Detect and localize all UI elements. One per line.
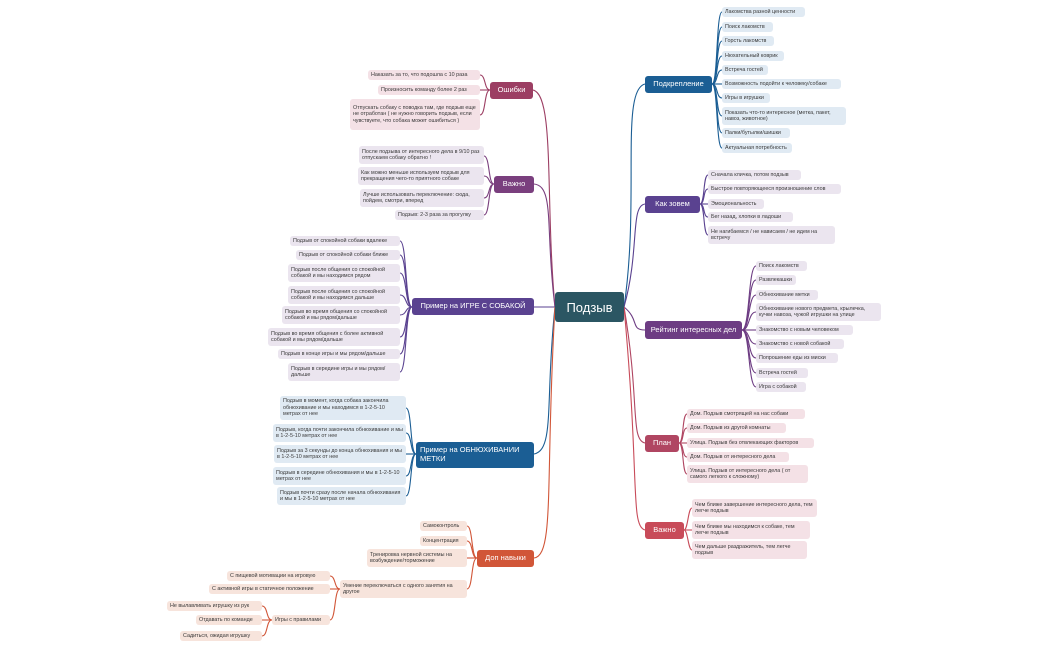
leaf-metka-4[interactable]: Подзыв в середине обнюхивания и мы в 1-2…: [273, 467, 406, 485]
leaf-plan-4[interactable]: Дом. Подзыв от интересного дела: [687, 452, 789, 462]
leaf-kak-zovem-2[interactable]: Быстрое повторяющееся произношение слов: [708, 184, 841, 194]
leaf-metka-2[interactable]: Подзыв, когда почти закончила обнюхивани…: [273, 424, 406, 442]
leaf-vazhno-right-2[interactable]: Чем ближе мы находимся к собаке, тем лег…: [692, 521, 810, 539]
leaf-metka-5[interactable]: Подзыв почти сразу после начала обнюхива…: [277, 487, 406, 505]
leaf-metka-1[interactable]: Подзыв в момент, когда собака закончила …: [280, 396, 406, 420]
leaf-plan-5[interactable]: Улица. Подзыв от интересного дела ( от с…: [687, 465, 808, 483]
leaf-vazhno-left-1[interactable]: После подзыва от интересного дела в 9/10…: [359, 146, 484, 164]
leaf-dop-concentration[interactable]: Концентрация: [420, 536, 467, 546]
leaf-oshibki-1[interactable]: Наказать за то, что подошла с 10 раза: [368, 70, 480, 80]
leaf-igry-3[interactable]: Садиться, ожидая игрушку: [180, 631, 262, 641]
leaf-reyting-9[interactable]: Игра с собакой: [756, 382, 806, 392]
leaf-podkreplenie-9[interactable]: Палки/бутылки/шишки: [722, 128, 790, 138]
leaf-dop-samocontrol[interactable]: Самоконтроль: [420, 521, 467, 531]
leaf-plan-1[interactable]: Дом. Подзыв смотрящей на нас собаки: [687, 409, 805, 419]
leaf-igra-3[interactable]: Подзыв после общения со спокойной собако…: [288, 264, 400, 282]
branch-vazhno-left[interactable]: Важно: [494, 176, 534, 193]
leaf-igra-1[interactable]: Подзыв от спокойной собаки вдалеке: [290, 236, 400, 246]
branch-podkreplenie[interactable]: Подкрепление: [645, 76, 712, 93]
leaf-podkreplenie-10[interactable]: Актуальная потребность: [722, 143, 792, 153]
leaf-vazhno-right-3[interactable]: Чем дальше раздражитель, тем легче подзы…: [692, 541, 807, 559]
branch-dop[interactable]: Доп навыки: [477, 550, 534, 567]
leaf-dop-igry[interactable]: Игры с правилами: [272, 615, 330, 625]
leaf-vazhno-left-4[interactable]: Подзыв: 2-3 раза за прогулку: [395, 210, 484, 220]
branch-igra[interactable]: Пример на ИГРЕ С СОБАКОЙ: [412, 298, 534, 315]
leaf-podkreplenie-3[interactable]: Горсть лакомств: [722, 36, 774, 46]
leaf-kak-zovem-4[interactable]: Бег назад, хлопки в ладоши: [708, 212, 793, 222]
leaf-podkreplenie-6[interactable]: Возможность подойти к человеку/собаке: [722, 79, 841, 89]
branch-plan[interactable]: План: [645, 435, 679, 452]
branch-kak-zovem[interactable]: Как зовем: [645, 196, 700, 213]
leaf-igra-4[interactable]: Подзыв после общения со спокойной собако…: [288, 286, 400, 304]
leaf-podkreplenie-8[interactable]: Показать что-то интересное (метка, пакет…: [722, 107, 846, 125]
leaf-kak-zovem-3[interactable]: Эмоциональность: [708, 199, 764, 209]
leaf-igra-5[interactable]: Подзыв во время общения со спокойной соб…: [282, 306, 400, 324]
branch-vazhno-right[interactable]: Важно: [645, 522, 684, 539]
leaf-dop-umenie[interactable]: Умение переключаться с одного занятия на…: [340, 580, 467, 598]
leaf-kak-zovem-1[interactable]: Сначала кличка, потом подзыв: [708, 170, 801, 180]
leaf-reyting-4[interactable]: Обнюхивание нового предмета, крылечка, к…: [756, 303, 881, 321]
leaf-umenie-1[interactable]: С пищевой мотивации на игровую: [227, 571, 330, 581]
leaf-vazhno-left-3[interactable]: Лучше использовать переключение: сюда, п…: [360, 189, 484, 207]
leaf-reyting-6[interactable]: Знакомство с новой собакой: [756, 339, 844, 349]
leaf-reyting-7[interactable]: Попрошение еды из миски: [756, 353, 838, 363]
leaf-kak-zovem-5[interactable]: Не нагибаемся / не нависаем / не идем на…: [708, 226, 835, 244]
leaf-reyting-5[interactable]: Знакомство с новым человеком: [756, 325, 853, 335]
leaf-reyting-2[interactable]: Развлекашки: [756, 275, 796, 285]
leaf-igry-1[interactable]: Не вылавливать игрушку из рук: [167, 601, 262, 611]
leaf-podkreplenie-1[interactable]: Лакомства разной ценности: [722, 7, 805, 17]
leaf-vazhno-left-2[interactable]: Как можно меньше используем подзыв для п…: [358, 167, 484, 185]
leaf-oshibki-3[interactable]: Отпускать собаку с поводка там, где подз…: [350, 99, 480, 130]
leaf-igra-8[interactable]: Подзыв в середине игры и мы рядом/дальше: [288, 363, 400, 381]
leaf-igra-6[interactable]: Подзыв во время общения с более активной…: [268, 328, 400, 346]
leaf-plan-2[interactable]: Дом. Подзыв из другой комнаты: [687, 423, 786, 433]
leaf-podkreplenie-4[interactable]: Нюхательный коврик: [722, 51, 784, 61]
leaf-podkreplenie-7[interactable]: Игры в игрушки: [722, 93, 770, 103]
leaf-reyting-1[interactable]: Поиск лакомств: [756, 261, 807, 271]
leaf-igry-2[interactable]: Отдавать по команде: [196, 615, 262, 625]
leaf-reyting-8[interactable]: Встреча гостей: [756, 368, 808, 378]
leaf-igra-7[interactable]: Подзыв в конце игры и мы рядом/дальше: [278, 349, 400, 359]
leaf-podkreplenie-2[interactable]: Поиск лакомств: [722, 22, 773, 32]
leaf-umenie-2[interactable]: С активной игры в статичное положение: [209, 584, 330, 594]
branch-metka[interactable]: Пример на ОБНЮХИВАНИИ МЕТКИ: [416, 442, 534, 468]
leaf-vazhno-right-1[interactable]: Чем ближе завершение интересного дела, т…: [692, 499, 817, 517]
branch-reyting[interactable]: Рейтинг интересных дел: [645, 321, 742, 339]
branch-oshibki[interactable]: Ошибки: [490, 82, 533, 99]
leaf-oshibki-2[interactable]: Произносить команду более 2 раз: [378, 85, 480, 95]
central-topic[interactable]: Подзыв: [555, 292, 624, 322]
leaf-reyting-3[interactable]: Обнюхивание метки: [756, 290, 818, 300]
leaf-igra-2[interactable]: Подзыв от спокойной собаки ближе: [296, 250, 400, 260]
leaf-plan-3[interactable]: Улица. Подзыв без отвлекающих факторов: [687, 438, 814, 448]
leaf-metka-3[interactable]: Подзыв за 3 секунды до конца обнюхивания…: [274, 445, 406, 463]
leaf-podkreplenie-5[interactable]: Встреча гостей: [722, 65, 768, 75]
leaf-dop-trenirovka[interactable]: Тренировка нервной системы на возбуждени…: [367, 549, 467, 567]
